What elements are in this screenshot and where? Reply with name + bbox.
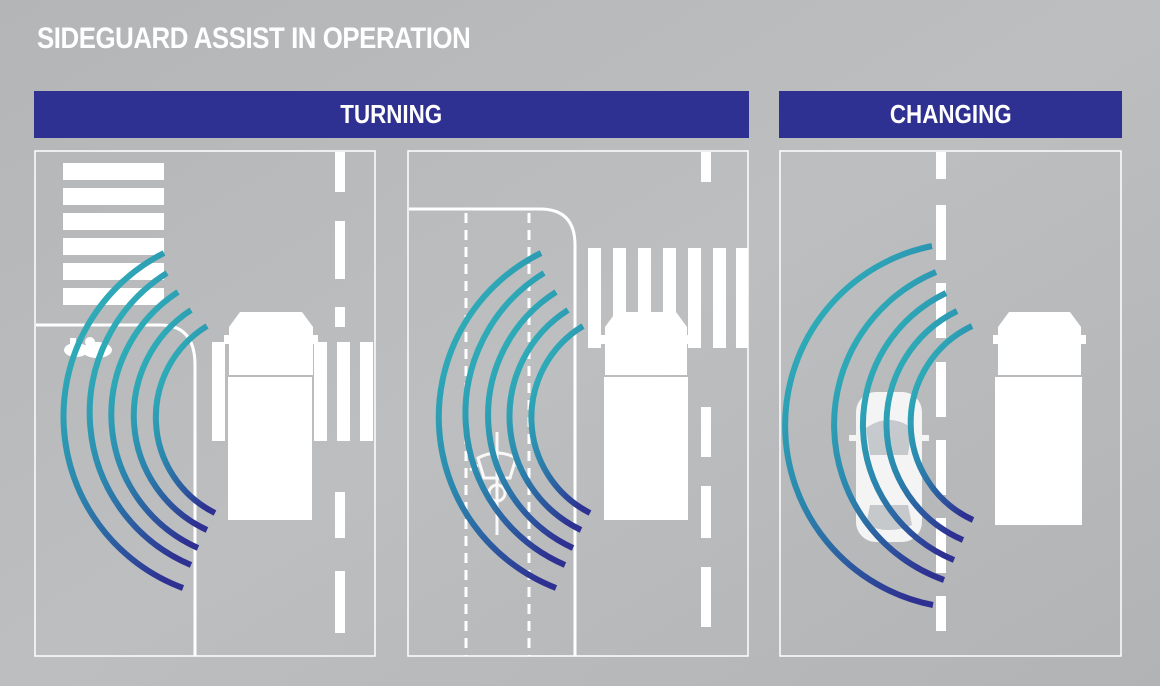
- section-label-changing: CHANGING: [889, 99, 1012, 129]
- lane-dashes: [936, 152, 946, 631]
- truck-icon: [993, 312, 1086, 525]
- page-title: SIDEGUARD ASSIST IN OPERATION: [37, 22, 471, 55]
- section-banner-turning: TURNING: [34, 91, 749, 138]
- panel-turning-pedestrian: [34, 150, 376, 657]
- truck-icon: [600, 312, 692, 520]
- section-banner-changing: CHANGING: [779, 91, 1122, 138]
- sensor-arcs: [60, 250, 217, 591]
- car-icon: [849, 392, 929, 542]
- sensor-arcs: [435, 250, 592, 591]
- section-label-turning: TURNING: [340, 99, 443, 129]
- panel-turning-cyclist: [407, 150, 749, 657]
- lane-dashes: [335, 152, 345, 633]
- panel-changing: [779, 150, 1122, 657]
- lane-dashes: [701, 152, 711, 627]
- truck-icon: [224, 312, 318, 520]
- zebra-crossing-right: [212, 342, 373, 441]
- sensor-arcs: [782, 243, 975, 608]
